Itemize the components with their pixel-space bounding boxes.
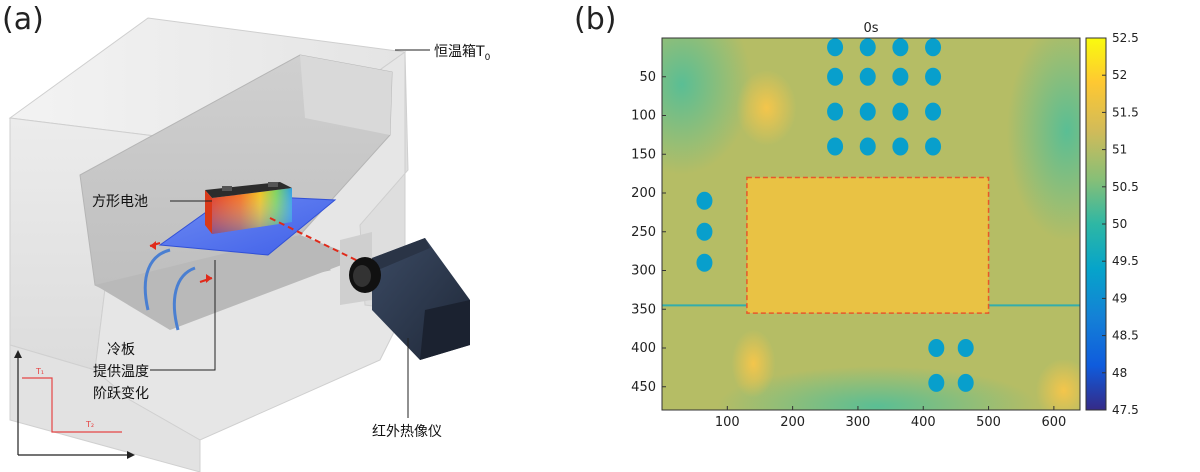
x-tick-label: 100	[715, 415, 740, 430]
hot-zone-top-left	[736, 69, 797, 146]
y-tick-label: 200	[631, 186, 656, 201]
panel-a-schematic: 恒温箱T0 方形电池 冷板 提供温度 阶跃变化 红外热像仪 T₁ T₂ (a)	[0, 0, 560, 472]
plate-leader	[150, 260, 216, 371]
ir-beam	[269, 217, 361, 263]
x-tick-label: 500	[976, 415, 1001, 430]
cold-spot	[957, 373, 974, 392]
camera-label: 红外热像仪	[372, 424, 442, 440]
battery-label: 方形电池	[92, 194, 148, 210]
cold-spot	[827, 38, 844, 57]
x-tick-label: 400	[911, 415, 936, 430]
x-tick-label: 600	[1041, 415, 1066, 430]
colorbar-tick-label: 50.5	[1112, 180, 1139, 194]
colorbar-tick-label: 49	[1112, 291, 1127, 305]
schematic-svg: 恒温箱T0 方形电池 冷板 提供温度 阶跃变化 红外热像仪 T₁ T₂	[8, 17, 491, 472]
y-tick-label: 100	[631, 109, 656, 124]
cold-spot	[892, 67, 909, 86]
svg-text:T₁: T₁	[35, 367, 44, 376]
cold-spot	[859, 38, 876, 57]
colorbar-tick-label: 52	[1112, 68, 1127, 82]
y-tick-label: 50	[639, 70, 656, 85]
heatmap-chart: 0s 100 200 300 400 500 600 50 100 150 200 250 300 350…	[631, 21, 1139, 430]
chart-title: 0s	[863, 21, 878, 36]
cold-spot	[925, 137, 942, 156]
chamber-label: 恒温箱T0	[434, 44, 491, 63]
y-tick-label: 350	[631, 302, 656, 317]
cold-spot	[696, 191, 713, 210]
cold-spot	[696, 253, 713, 272]
cool-zone-bottom	[717, 366, 1038, 410]
x-tick-label: 300	[846, 415, 871, 430]
cold-spot	[925, 102, 942, 121]
cold-spot	[827, 137, 844, 156]
hot-zone-bottom-right	[1035, 358, 1080, 410]
cold-spot	[957, 339, 974, 357]
battery-region-outline	[746, 176, 990, 314]
cold-spot	[892, 102, 909, 121]
cold-spot	[925, 67, 942, 86]
plate-label-line3: 阶跃变化	[93, 386, 149, 402]
hot-zone-bottom-left	[731, 329, 776, 398]
cold-spot	[859, 137, 876, 156]
cold-spot	[928, 373, 945, 392]
ir-camera	[349, 238, 470, 360]
cool-zone-left	[662, 38, 752, 175]
heatmap-texture	[662, 38, 1080, 410]
plot-frame	[661, 37, 1081, 411]
cool-zone-right	[1006, 38, 1080, 241]
colorbar-tick-label: 51	[1112, 143, 1127, 157]
colorbar-tick-label: 48.5	[1112, 329, 1139, 343]
panel-b-letter: (b)	[574, 2, 617, 37]
y-tick-label: 300	[631, 264, 656, 279]
temperature-step-inset: T₁ T₂	[14, 350, 135, 459]
y-tick-label: 400	[631, 341, 656, 356]
panel-b-thermal-map: (b)	[570, 0, 1200, 472]
colorbar-tick-label: 52.5	[1112, 31, 1139, 45]
battery-region-fill	[746, 177, 989, 314]
cold-spot	[859, 67, 876, 86]
x-tick-label: 200	[780, 415, 805, 430]
y-tick-label: 450	[631, 380, 656, 395]
plate-label-line1: 冷板	[107, 342, 135, 358]
cold-spot	[892, 137, 909, 156]
panel-a-letter: (a)	[2, 2, 44, 37]
cold-spot	[925, 38, 942, 57]
coolant-pipes	[143, 241, 213, 331]
colorbar-tick-label: 50	[1112, 217, 1127, 231]
cold-spot	[696, 222, 713, 241]
cold-spot	[827, 67, 844, 86]
y-tick-label: 250	[631, 225, 656, 240]
cold-spot	[892, 38, 909, 57]
cold-spot	[827, 102, 844, 121]
colorbar-tick-label: 48	[1112, 366, 1127, 380]
cold-spot	[928, 339, 945, 357]
plate-label-line2: 提供温度	[93, 364, 149, 380]
colorbar-tick-label: 49.5	[1112, 254, 1139, 268]
y-tick-label: 150	[631, 147, 656, 162]
svg-text:T₂: T₂	[85, 420, 94, 429]
plot-layer: 0s 100 200 300 400 500 600 50 100 150 200 250 300 350…	[631, 21, 1139, 430]
colorbar-tick-label: 51.5	[1112, 105, 1139, 119]
colorbar-tick-label: 47.5	[1112, 403, 1139, 417]
cold-spot	[859, 102, 876, 121]
